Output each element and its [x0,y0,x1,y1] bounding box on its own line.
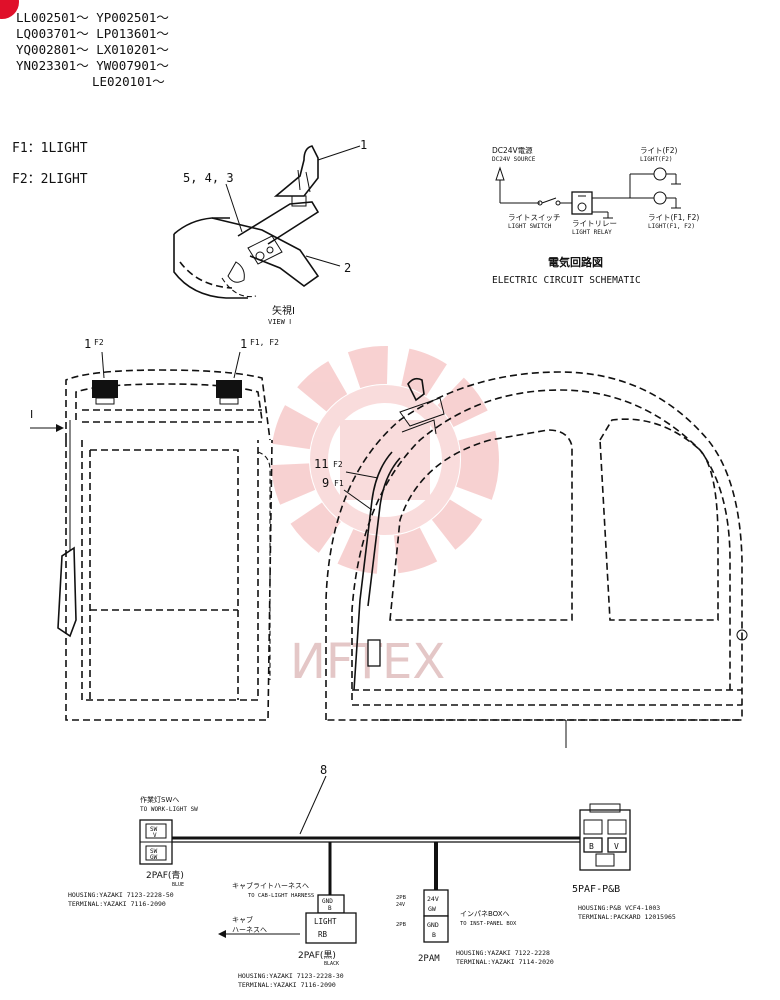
to-inst-box-en: TO INST-PANEL BOX [460,921,517,927]
to-work-sw-jp: 作業灯SWへ [140,795,179,804]
side-callout-9: 9 [322,476,329,490]
blue-pin-bottom2: GW [150,854,158,861]
variant-f2: F2：2LIGHT [12,172,88,187]
front-lamp-right-variant: F1, F2 [250,338,279,347]
schematic-light-f1f2-en: LIGHT(F1, F2) [648,223,695,230]
connector-5paf-name: 5PAF-P&B [572,884,620,895]
wire-harness: 8 作業灯SWへ TO WORK-LIGHT SW SW V SW GW 2PA… [68,763,676,989]
housing-5paf: HOUSING:P&B VCF4-1003 [578,904,660,912]
2pam-pin-bottom: GND [427,921,439,929]
black-pin-top: GND [322,898,333,905]
terminal-2pam: TERMINAL:YAZAKI 7114-2020 [456,958,554,966]
front-lamp-left-callout: 1 [84,337,91,351]
side-callout-11-variant: F2 [333,460,343,469]
schematic-light-f2-en: LIGHT(F2) [640,156,673,163]
5paf-pin-v: V [614,842,619,851]
black-pin-top2: B [328,905,332,912]
view-detail: 1 2 5, 4, 3 矢視Ⅰ VIEW Ⅰ [173,138,367,326]
circuit-schematic: DC24V電源 DC24V SOURCE ライト(F2) LIGHT(F2) ラ… [492,146,699,286]
connector-2pam: 24V GW GND B [423,889,449,943]
housing-black: HOUSING:YAZAKI 7123-2228-30 [238,972,344,980]
black-pin-bottom: RB [318,930,328,939]
schematic-switch-jp: ライトスイッチ [508,213,561,222]
to-cab-light-jp: キャブライトハーネスへ [232,881,309,890]
front-lamp-right-callout: 1 [240,337,247,351]
to-cab-harness-jp1: キャブ [232,915,253,924]
serial-line-2: LQ003701～ LP013601～ [16,26,169,41]
schematic-source-jp: DC24V電源 [492,146,533,155]
view-label-jp: 矢視Ⅰ [272,304,295,317]
schematic-relay-en: LIGHT RELAY [572,229,612,236]
2pam-label-a2: 24V [396,902,405,908]
front-lamp-left-variant: F2 [94,338,104,347]
harness-callout: 8 [320,763,327,777]
2pam-pin-top2: GW [428,905,436,913]
front-lamp-left [92,380,118,398]
side-callout-9-variant: F1 [334,479,344,488]
housing-blue: HOUSING:YAZAKI 7123-2228-50 [68,891,174,899]
to-cab-light-en: TO CAB-LIGHT HARNESS [248,893,314,899]
terminal-5paf: TERMINAL:PACKARD 12015965 [578,913,676,921]
5paf-pin-b: B [589,842,594,851]
side-callout-11: 11 [314,457,328,471]
blue-pin-top: SW [150,826,158,833]
lamp-f2-symbol [653,167,667,181]
to-inst-box-jp: インパネBOXへ [460,910,510,918]
detail-callout-2: 2 [344,261,351,275]
detail-callout-543: 5, 4, 3 [183,171,234,185]
2pam-pin-bottom2: B [432,931,436,939]
corner-mark [0,0,19,19]
view-label-en: VIEW Ⅰ [268,318,291,326]
variant-f1: F1：1LIGHT [12,141,88,156]
connector-blue-color: BLUE [172,882,184,888]
connector-5paf: B V [579,803,631,871]
terminal-blue: TERMINAL:YAZAKI 7116-2090 [68,900,166,908]
blue-pin-top2: V [153,832,157,839]
schematic-light-f1f2-jp: ライト(F1, F2) [648,213,699,222]
to-cab-harness-jp2: ハーネスへ [232,926,267,934]
cab-side-view: 11 F2 9 F1 [314,371,748,748]
connector-black-name: 2PAF(黒) [298,950,336,961]
serial-line-3: YQ002801～ LX010201～ [16,42,169,57]
schematic-source-en: DC24V SOURCE [492,156,536,163]
connector-2paf-black: GND B LIGHT RB [305,894,357,944]
schematic-relay-jp: ライトリレー [572,219,617,228]
black-pin-mid: LIGHT [314,917,337,926]
serial-list: LL002501～ YP002501～ LQ003701～ LP013601～ … [16,10,169,89]
serial-line-4: YN023301～ YW007901～ [16,58,169,73]
terminal-black: TERMINAL:YAZAKI 7116-2090 [238,981,336,989]
to-work-sw-en: TO WORK-LIGHT SW [140,806,198,813]
schematic-switch-en: LIGHT SWITCH [508,223,552,230]
2pam-label-a: 2PB [396,895,407,901]
2pam-pin-top: 24V [427,895,439,903]
connector-2paf-blue: SW V SW GW [139,819,173,865]
schematic-title-en: ELECTRIC CIRCUIT SCHEMATIC [492,275,641,286]
connector-black-color: BLACK [324,961,339,967]
serial-line-1: LL002501～ YP002501～ [16,10,169,25]
detail-callout-1: 1 [360,138,367,152]
2pam-label-b: 2PB [396,922,407,928]
connector-blue-name: 2PAF(青) [146,869,184,881]
side-handle [367,639,381,667]
cab-front-view: 1 F2 1 F1, F2 Ⅰ [30,337,279,721]
lamp-f1-symbol [653,191,667,205]
schematic-title-jp: 電気回路図 [548,255,603,269]
view-arrow-label: Ⅰ [30,408,33,421]
serial-line-5: LE020101～ [92,74,165,89]
connector-2pam-name: 2PAM [418,954,440,964]
schematic-light-f2-jp: ライト(F2) [640,146,678,155]
front-lamp-right [216,380,242,398]
housing-2pam: HOUSING:YAZAKI 7122-2228 [456,949,550,957]
blue-pin-bottom: SW [150,848,158,855]
